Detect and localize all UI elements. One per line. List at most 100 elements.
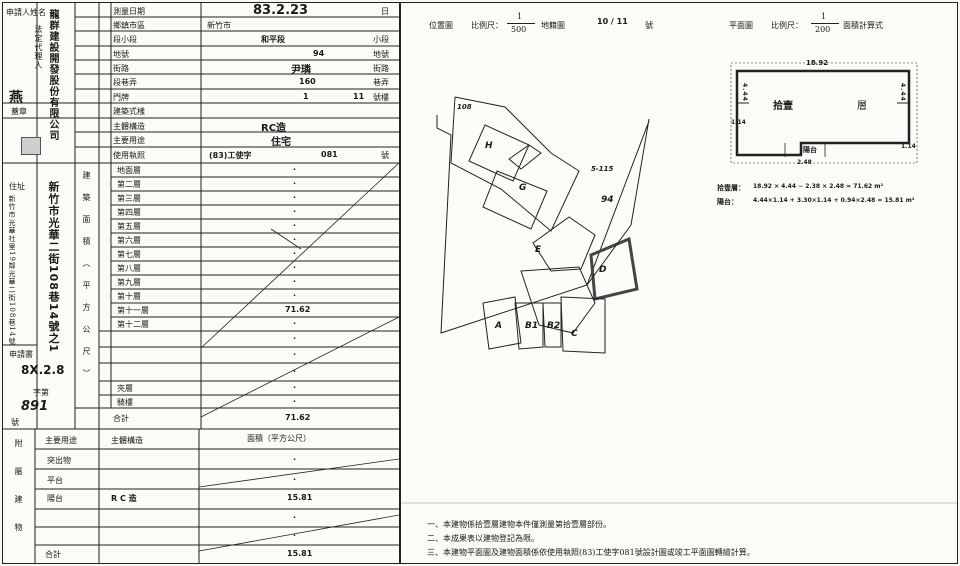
annex-row-use: 突出物 [47, 456, 71, 465]
floor-row-value: · [293, 179, 297, 188]
floor-plan-scale-num: 1 [821, 12, 827, 21]
district-value: 新竹市 [207, 21, 231, 30]
floor-row-label: 夾層 [117, 384, 133, 393]
location-sheet-value: 10 / 11 [597, 17, 628, 26]
annex-row-value: · [293, 513, 297, 522]
annex-row-structure: R C 造 [111, 494, 137, 503]
cert-word: 字第 [33, 388, 49, 397]
floor-row-value: · [293, 350, 297, 359]
plan-room-label: 拾壹 [773, 101, 793, 112]
annex-row-value: 15.81 [287, 493, 313, 502]
location-sheet-suffix: 號 [645, 21, 653, 30]
floor-row-value: 71.62 [285, 305, 311, 314]
building-data-table: 申請人姓名 龍群建設開發股份有限公司 法定代理人 燕 蓋章 住址 新竹市光華二街… [3, 3, 401, 563]
building-h [468, 124, 530, 182]
location-map-drawing [401, 62, 957, 504]
floor-row-label: 第八層 [117, 264, 141, 273]
parcel-label: 108 [457, 103, 472, 111]
floor-row-label: 第十層 [117, 292, 141, 301]
parcel-label: C [571, 329, 578, 339]
plan-bottom-dim: 2.48 [797, 159, 812, 166]
district-label: 鄉鎮市區 [113, 21, 145, 30]
section-value: 和平段 [261, 35, 285, 44]
location-scale-den: 500 [511, 25, 527, 34]
address-label: 住址 [9, 182, 25, 191]
location-sheet-label: 地籍圖 [541, 21, 565, 30]
calc-line1-label: 拾壹層： [717, 184, 745, 192]
drawings-panel: 位置圖 比例尺： 1 500 地籍圖 10 / 11 號 [401, 3, 957, 563]
building-c [560, 296, 606, 354]
calc-line1: 18.92 × 4.44 − 2.38 × 2.48 = 71.62 m² [753, 183, 884, 190]
structure-value: RC造 [261, 123, 287, 134]
parcel-94-outline [436, 115, 650, 334]
annex-use-label: 主要用途 [45, 436, 77, 445]
floor-row-label: 第七層 [117, 250, 141, 259]
lane-suffix: 巷弄 [373, 78, 389, 87]
parcel-label: B2 [547, 321, 561, 331]
annex-structure-label: 主體構造 [111, 436, 143, 445]
note-1: 一、本建物係拾壹層建物本件僅測量第拾壹層部份。 [427, 520, 611, 529]
rep-name: 燕 [9, 90, 23, 106]
license-suffix: 號 [381, 151, 389, 160]
floor-row-value: · [293, 367, 297, 376]
floor-row-label: 第二層 [117, 180, 141, 189]
floor-row-value: · [293, 263, 297, 272]
parcel-label: A [495, 321, 502, 331]
parcel-label: E [535, 245, 542, 255]
location-scale-label: 比例尺： [471, 21, 503, 30]
section-suffix: 小段 [373, 35, 389, 44]
annex-area-label: 面積（平方公尺） [247, 434, 311, 443]
parcel-label: H [485, 141, 493, 151]
note-2: 二、本成果表以建物登記為限。 [427, 534, 539, 543]
door-label: 門牌 [113, 93, 129, 102]
use-value: 住宅 [271, 137, 291, 148]
annex-label: 附屬建物 [14, 439, 23, 551]
annex-total-value: 15.81 [287, 549, 313, 558]
rep-label: 法定代理人 [34, 25, 43, 70]
annex-row-value: · [293, 475, 297, 484]
building-a [482, 296, 522, 350]
lot-value: 94 [313, 49, 325, 58]
plan-right-dim: 4.44 [899, 83, 906, 102]
floor-row-value: · [293, 383, 297, 392]
location-scale-bar [507, 23, 535, 24]
floor-row-label: 第五層 [117, 222, 141, 231]
location-map-title: 位置圖 [429, 21, 453, 30]
license-no: 081 [321, 150, 338, 159]
door-suffix: 號樓 [373, 93, 389, 102]
license-label: 使用執照 [113, 151, 145, 160]
floor-row-value: · [293, 165, 297, 174]
floor-plan-scale-den: 200 [815, 25, 831, 34]
annex-row-value: · [293, 455, 297, 464]
floor-row-label: 第六層 [117, 236, 141, 245]
license-value: (83)工使字 [209, 151, 252, 160]
seal-label: 蓋章 [11, 107, 27, 116]
parcel-label: B1 [525, 321, 539, 331]
building-b1 [514, 302, 544, 350]
cert-label: 申請書 [9, 350, 33, 359]
survey-date-value: 83.2.23 [253, 3, 309, 18]
plan-balcony-label: 陽台 [803, 146, 817, 154]
plan-corner-dim-1: 1.14 [731, 119, 746, 126]
building-b2 [542, 302, 562, 348]
applicant-label: 申請人姓名 [6, 8, 46, 17]
door-floor: 11 [353, 92, 365, 101]
floor-plan-outline [735, 69, 911, 157]
road-value: 尹璘 [291, 65, 311, 76]
use-label: 主要用途 [113, 136, 145, 145]
building-g [482, 170, 548, 230]
floor-row-value: · [293, 235, 297, 244]
parcel-label: 5-115 [591, 165, 614, 173]
floor-plan-scale-bar [811, 23, 839, 24]
floor-row-value: · [293, 193, 297, 202]
floor-plan-scale-label: 比例尺： [771, 21, 803, 30]
total-value: 71.62 [285, 413, 311, 422]
cert-no-label: 號 [11, 418, 19, 427]
survey-date-label: 測量日期 [113, 7, 145, 16]
building-e [532, 216, 596, 272]
plan-room-suffix: 層 [857, 101, 867, 112]
annex-row-use: 平台 [47, 476, 63, 485]
cert-number: 8X.2.8 [21, 363, 65, 377]
floor-row-label: 地面層 [117, 166, 141, 175]
